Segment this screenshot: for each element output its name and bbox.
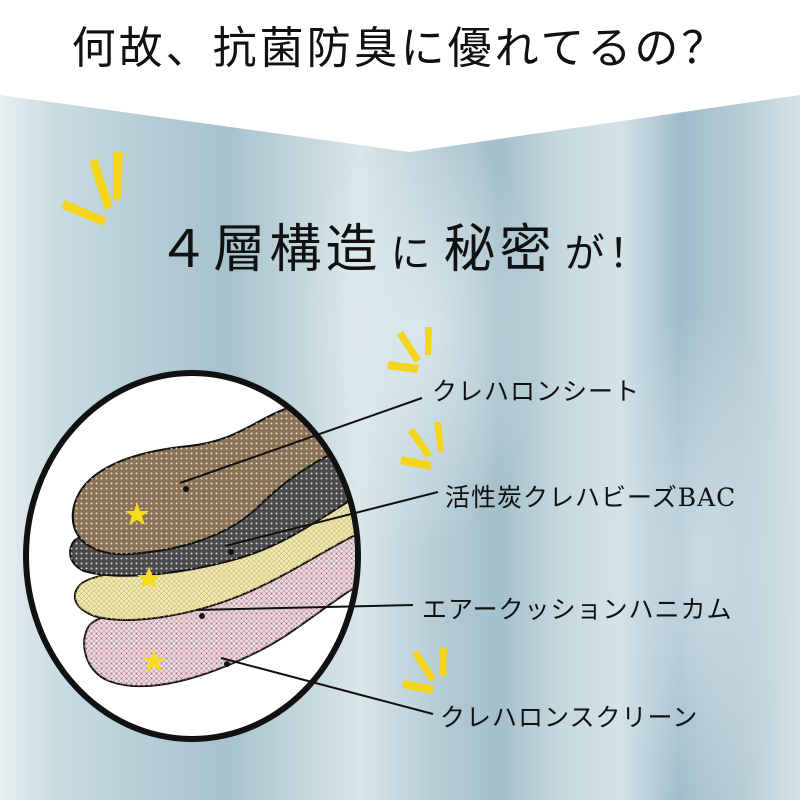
layer-label-3: エアークッションハニカム bbox=[422, 595, 733, 624]
insole-layer-diagram bbox=[23, 370, 361, 742]
subhead-part-2: に bbox=[390, 231, 435, 277]
subhead-part-4: が！ bbox=[564, 231, 653, 277]
star-icon bbox=[137, 566, 161, 589]
emphasis-burst-icon bbox=[61, 152, 123, 226]
subhead-part-3: 秘密 bbox=[443, 220, 556, 280]
star-icon bbox=[142, 649, 166, 672]
layer-label-1: クレハロンシート bbox=[432, 377, 641, 406]
subheadline: ４層構造 に 秘密 が！ bbox=[95, 210, 715, 302]
emphasis-burst-icon bbox=[400, 422, 444, 470]
subhead-part-1: ４層構造 bbox=[157, 220, 382, 280]
emphasis-burst-icon bbox=[387, 327, 432, 373]
star-icon bbox=[125, 502, 149, 525]
layer-label-4: クレハロンスクリーン bbox=[440, 703, 699, 732]
layer-label-2: 活性炭クレハビーズBAC bbox=[445, 483, 737, 512]
headline: 何故、抗菌防臭に優れてるの？ bbox=[71, 23, 729, 74]
emphasis-burst-icon bbox=[402, 648, 447, 694]
